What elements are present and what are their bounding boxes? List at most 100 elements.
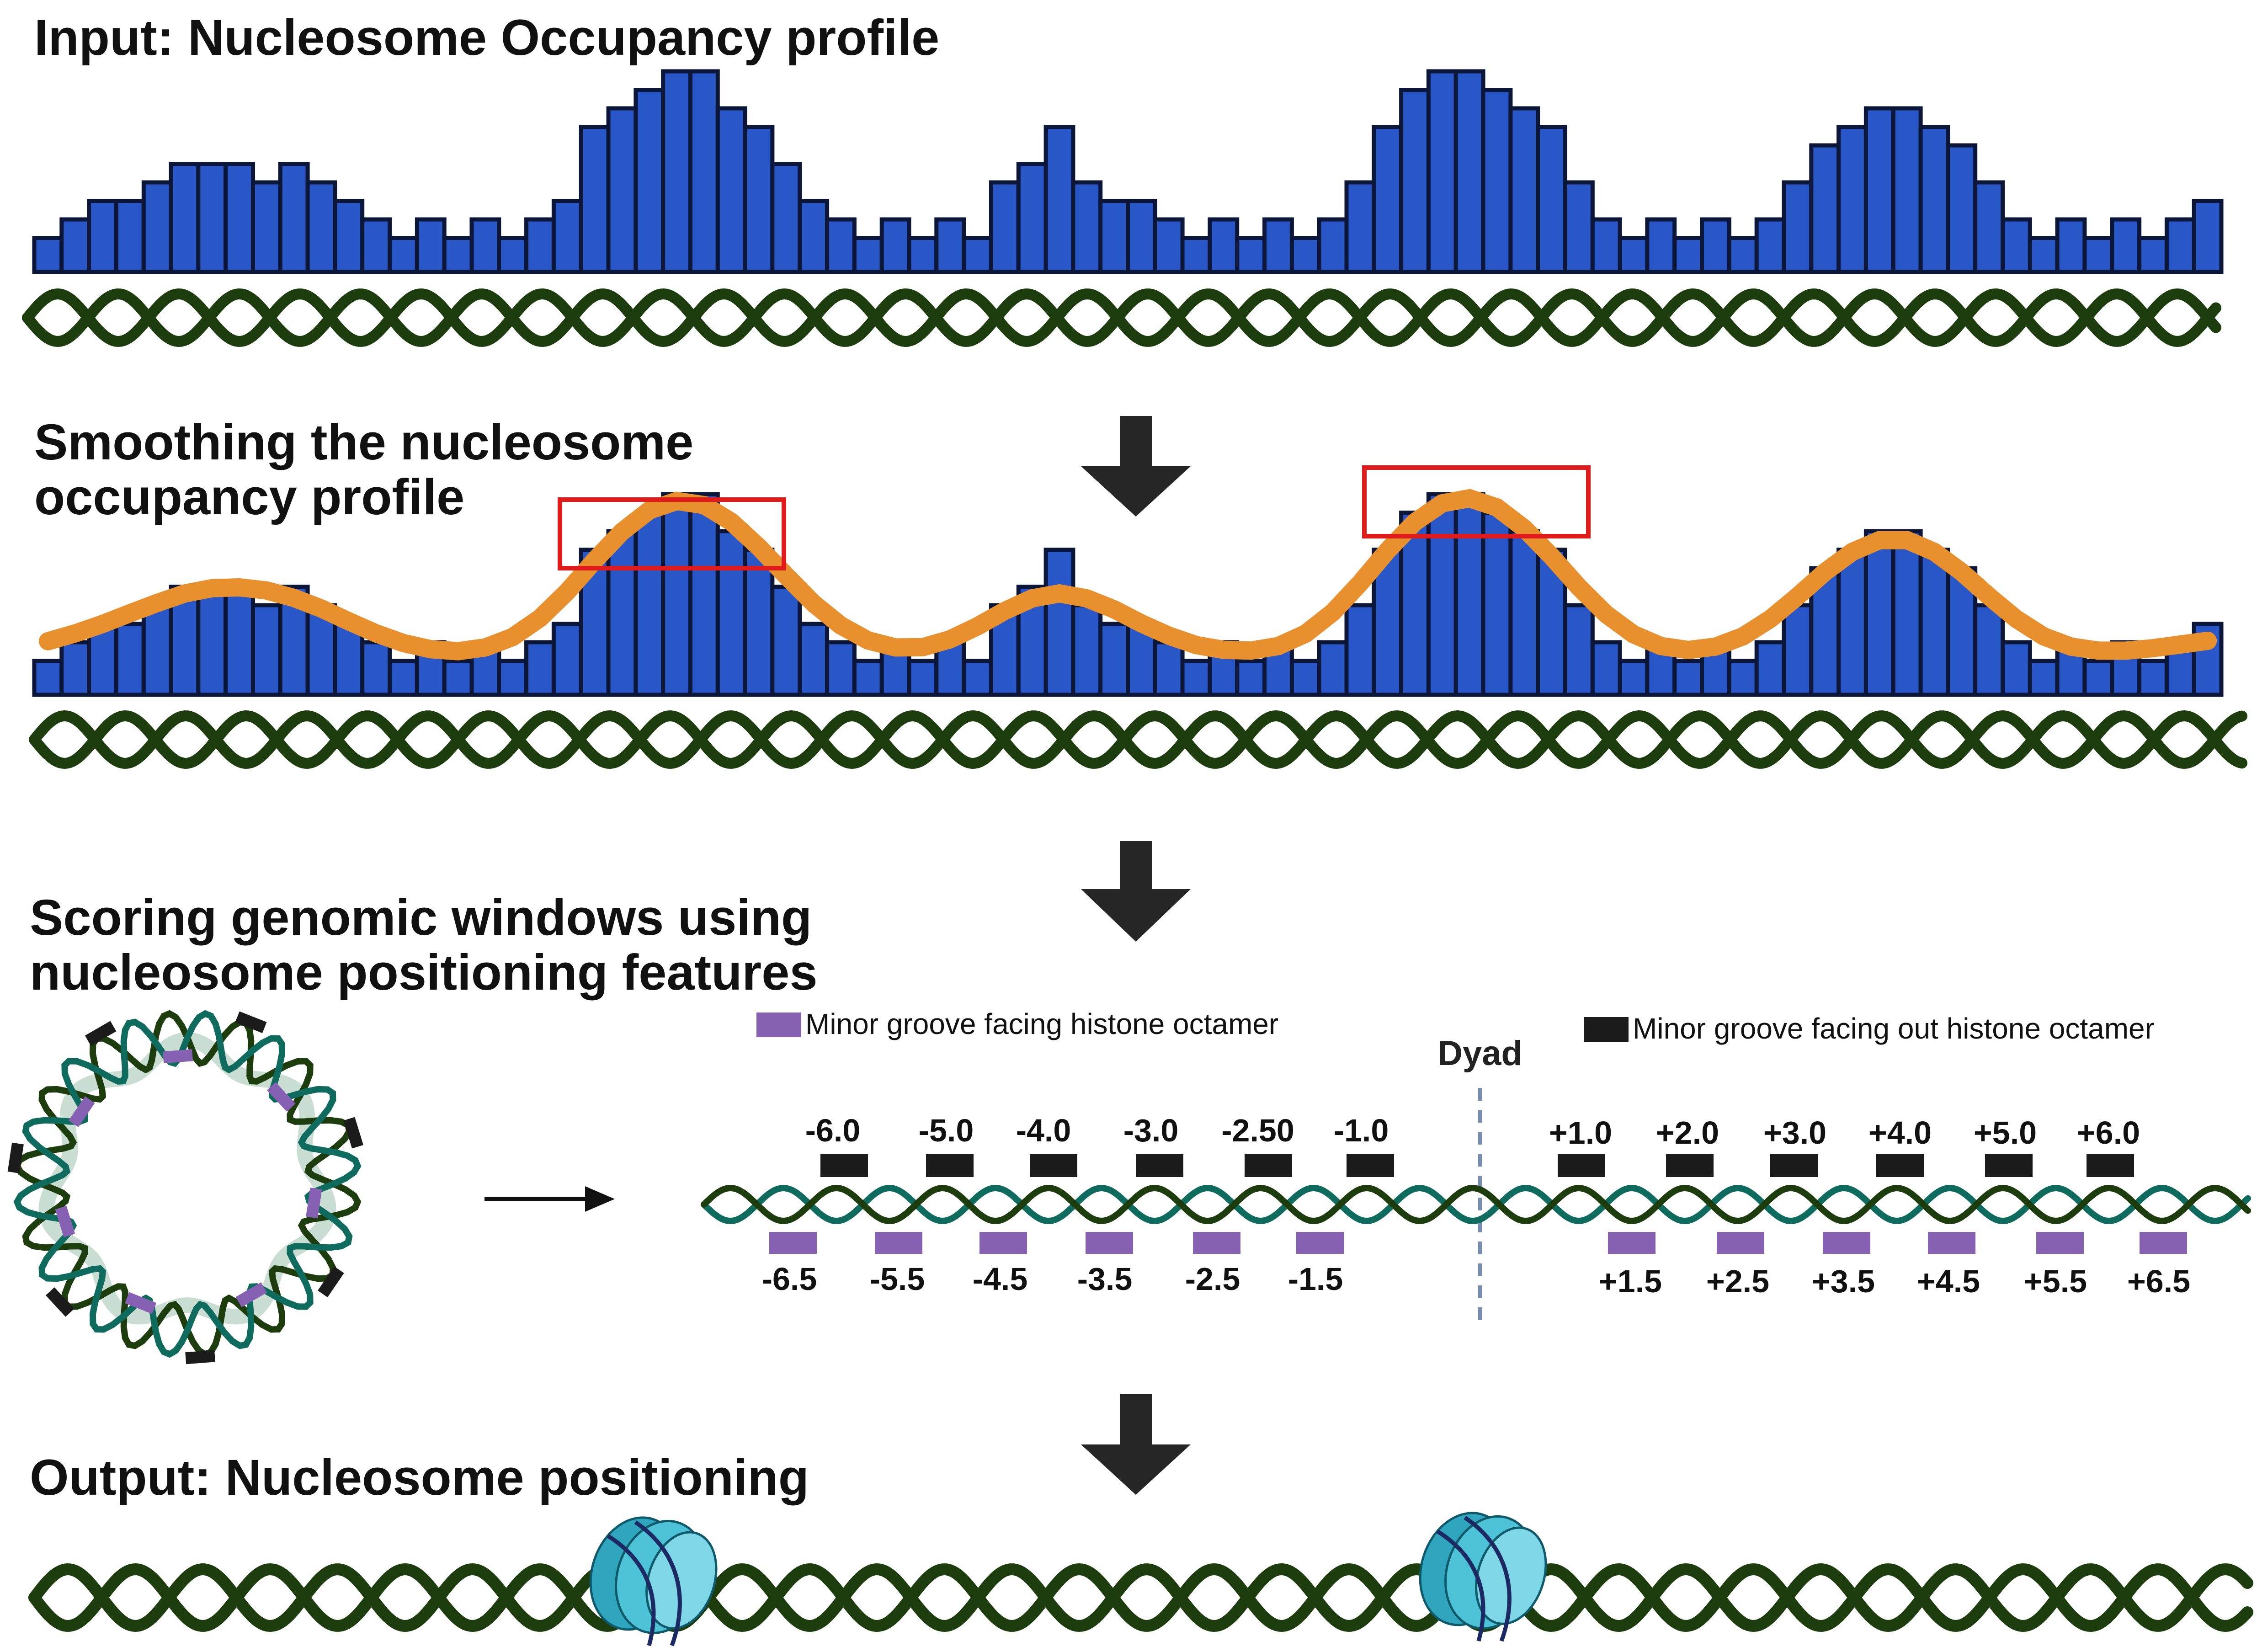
minor-in-markers <box>769 1232 2187 1254</box>
dna-wrap <box>1464 1516 1512 1642</box>
occupancy-bar <box>1208 217 1240 274</box>
minor-in-marker <box>1823 1232 1870 1254</box>
occupancy-bar <box>196 585 228 697</box>
minor-out-marker <box>318 1266 344 1297</box>
position-label: -2.50 <box>1221 1113 1294 1148</box>
legend-swatch-minor-in <box>756 1013 801 1037</box>
occupancy-bar <box>743 548 775 697</box>
minor-in-marker <box>875 1232 922 1254</box>
position-label: -2.5 <box>1185 1261 1240 1297</box>
occupancy-bar <box>1618 236 1650 274</box>
occupancy-bar <box>1508 106 1540 274</box>
occupancy-bar <box>879 217 911 274</box>
occupancy-bar <box>1536 125 1567 274</box>
occupancy-bar <box>633 511 665 697</box>
minor-in-marker <box>267 1082 296 1112</box>
minor-in-marker <box>306 1188 322 1219</box>
minor-out-marker <box>1666 1154 1714 1177</box>
occupancy-bar <box>251 603 282 697</box>
occupancy-bar <box>415 217 447 274</box>
occupancy-bar <box>715 106 747 274</box>
smoothed-occupancy-curve <box>38 489 2217 661</box>
occupancy-bar <box>962 236 993 274</box>
occupancy-bar <box>852 236 884 274</box>
dyad-label: Dyad <box>1437 1034 1522 1073</box>
occupancy-bar <box>360 217 392 274</box>
occupancy-bar <box>305 180 337 274</box>
minor-in-marker <box>55 1205 75 1237</box>
position-label: +4.0 <box>1868 1115 1932 1151</box>
occupancy-bar <box>1098 622 1130 697</box>
minor-out-marker <box>1876 1154 1924 1177</box>
dna-strand <box>701 1184 2251 1225</box>
occupancy-bar <box>2055 217 2087 274</box>
legend: Minor groove facing histone octamer Mino… <box>756 1007 2155 1045</box>
occupancy-bar <box>1317 640 1349 697</box>
occupancy-bar <box>1317 217 1349 274</box>
occupancy-bar <box>87 199 118 274</box>
dna-strand <box>29 710 2247 769</box>
position-label: -1.5 <box>1288 1261 1343 1297</box>
position-label: -6.5 <box>762 1261 817 1297</box>
minor-out-marker <box>926 1154 974 1177</box>
position-label: -4.0 <box>1016 1113 1071 1148</box>
occupancy-bar <box>1836 548 1868 697</box>
occupancy-bar <box>1262 217 1294 274</box>
occupancy-bar <box>1153 640 1185 697</box>
position-label: +2.5 <box>1706 1263 1769 1299</box>
occupancy-bar <box>1946 143 1978 274</box>
position-label: +5.0 <box>1974 1115 2037 1151</box>
output-title: Output: Nucleosome positioning <box>30 1449 809 1506</box>
occupancy-bar <box>141 603 173 697</box>
occupancy-bar <box>1016 162 1048 274</box>
occupancy-bar <box>1372 125 1404 274</box>
occupancy-bar <box>606 529 638 697</box>
occupancy-bar <box>169 162 201 274</box>
minor-out-marker <box>45 1287 75 1317</box>
minor-in-marker <box>125 1292 157 1314</box>
occupancy-bar <box>1344 180 1376 274</box>
occupancy-bars-input <box>32 69 2224 274</box>
occupancy-bar <box>1563 180 1595 274</box>
peak-highlight-box-1 <box>558 497 786 570</box>
minor-out-marker <box>185 1350 216 1364</box>
minor-in-marker <box>1086 1232 1133 1254</box>
occupancy-bar <box>1891 529 1923 697</box>
occupancy-bar <box>852 659 884 697</box>
occupancy-bar <box>2001 217 2032 274</box>
histone-disc <box>645 1531 718 1630</box>
occupancy-bar <box>1782 603 1814 697</box>
occupancy-bar <box>2192 199 2224 274</box>
occupancy-bar <box>606 106 638 274</box>
occupancy-bar <box>907 236 939 274</box>
occupancy-bar <box>1891 106 1923 274</box>
dna-helix-scoring <box>701 1184 2251 1225</box>
minor-out-marker <box>2087 1154 2134 1177</box>
occupancy-bar <box>2082 236 2114 274</box>
occupancy-bar <box>770 585 802 697</box>
occupancy-bar <box>114 199 146 274</box>
position-label: -4.5 <box>973 1261 1028 1297</box>
minor-out-marker <box>1558 1154 1605 1177</box>
occupancy-bar <box>1973 180 2005 274</box>
occupancy-bar <box>1918 548 1950 697</box>
minor-in-marker <box>1193 1232 1240 1254</box>
occupancy-bar <box>1590 217 1622 274</box>
occupancy-bar <box>798 199 830 274</box>
occupancy-bar <box>1043 125 1075 274</box>
occupancy-bar <box>32 236 64 274</box>
occupancy-bar <box>59 640 91 697</box>
minor-in-marker <box>68 1096 95 1127</box>
occupancy-bar <box>497 236 529 274</box>
occupancy-bar <box>1235 659 1267 697</box>
occupancy-bar <box>2082 659 2114 697</box>
occupancy-bar <box>388 236 419 274</box>
smoothing-title-line1: Smoothing the nucleosome <box>34 414 693 470</box>
occupancy-bar <box>2137 236 2169 274</box>
occupancy-bar <box>251 180 282 274</box>
occupancy-bar <box>524 640 556 697</box>
minor-in-marker <box>1608 1232 1655 1254</box>
occupancy-bar <box>1426 492 1458 697</box>
occupancy-bar <box>1071 603 1103 697</box>
occupancy-bar <box>32 659 64 697</box>
